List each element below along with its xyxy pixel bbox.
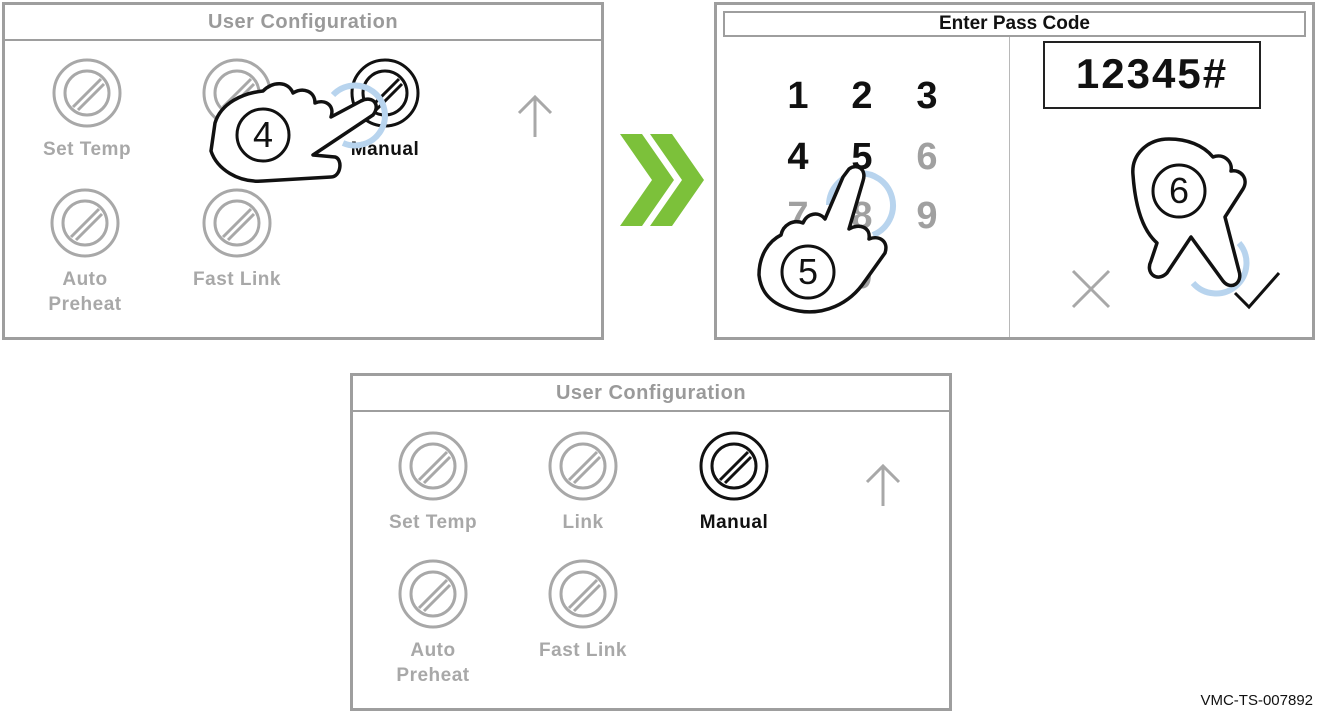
user-config-panel-bottom: User Configuration Set Temp Link Manual [350,373,952,711]
hand-pointer-icon [757,164,888,314]
option-label: Auto Preheat [48,269,122,315]
panel-title: User Configuration [5,5,601,41]
option-fast-link[interactable]: Fast Link [177,187,297,317]
disabled-circle-icon [52,58,122,128]
option-set-temp[interactable]: Set Temp [373,430,493,560]
option-auto-preheat[interactable]: Auto Preheat [373,558,493,688]
disabled-circle-icon [548,431,618,501]
user-config-panel-top: User Configuration Set Temp Link Manual [2,2,604,340]
panel-title: User Configuration [353,376,949,412]
key-2[interactable]: 2 [851,75,873,117]
key-4[interactable]: 4 [787,136,809,178]
option-set-temp[interactable]: Set Temp [27,57,147,187]
key-1[interactable]: 1 [787,75,809,117]
option-label: Fast Link [539,640,627,661]
disabled-circle-icon [50,188,120,258]
hand-pointer-icon [209,82,378,183]
up-arrow-icon[interactable] [863,462,903,508]
reference-code: VMC-TS-007892 [1200,692,1313,709]
key-9[interactable]: 9 [916,195,938,237]
tap-ring-icon [330,82,388,149]
disabled-circle-icon [398,431,468,501]
key-3[interactable]: 3 [916,75,938,117]
step-number-label: 6 [1168,170,1190,211]
step-number-label: 5 [797,251,819,292]
step-number-label: 4 [252,114,274,155]
next-step-chevron-icon [620,134,704,226]
option-label: Link [562,512,604,533]
option-label: Auto Preheat [396,640,470,686]
cancel-x-icon[interactable] [1069,267,1113,311]
passcode-display: 12345# [1043,41,1261,109]
disabled-circle-icon [202,188,272,258]
panel-title: Enter Pass Code [723,11,1306,37]
confirm-check-icon[interactable] [1231,267,1281,311]
disabled-circle-icon [398,559,468,629]
passcode-panel: Enter Pass Code 1 2 3 4 5 6 7 8 9 0 1234… [714,2,1315,340]
option-label: Manual [699,512,769,533]
manual-circle-icon [699,431,769,501]
option-label: Fast Link [193,269,281,290]
key-6[interactable]: 6 [916,136,938,178]
option-label: Set Temp [388,512,478,533]
disabled-circle-icon [548,559,618,629]
option-auto-preheat[interactable]: Auto Preheat [25,187,145,317]
up-arrow-icon[interactable] [515,93,555,139]
option-link[interactable]: Link [523,430,643,560]
option-manual[interactable]: Manual [674,430,794,560]
option-fast-link[interactable]: Fast Link [523,558,643,688]
keypad-divider [1009,37,1010,337]
hand-pointer-icon [1131,137,1247,288]
tap-ring-icon [826,170,896,238]
option-label: Set Temp [42,139,132,160]
